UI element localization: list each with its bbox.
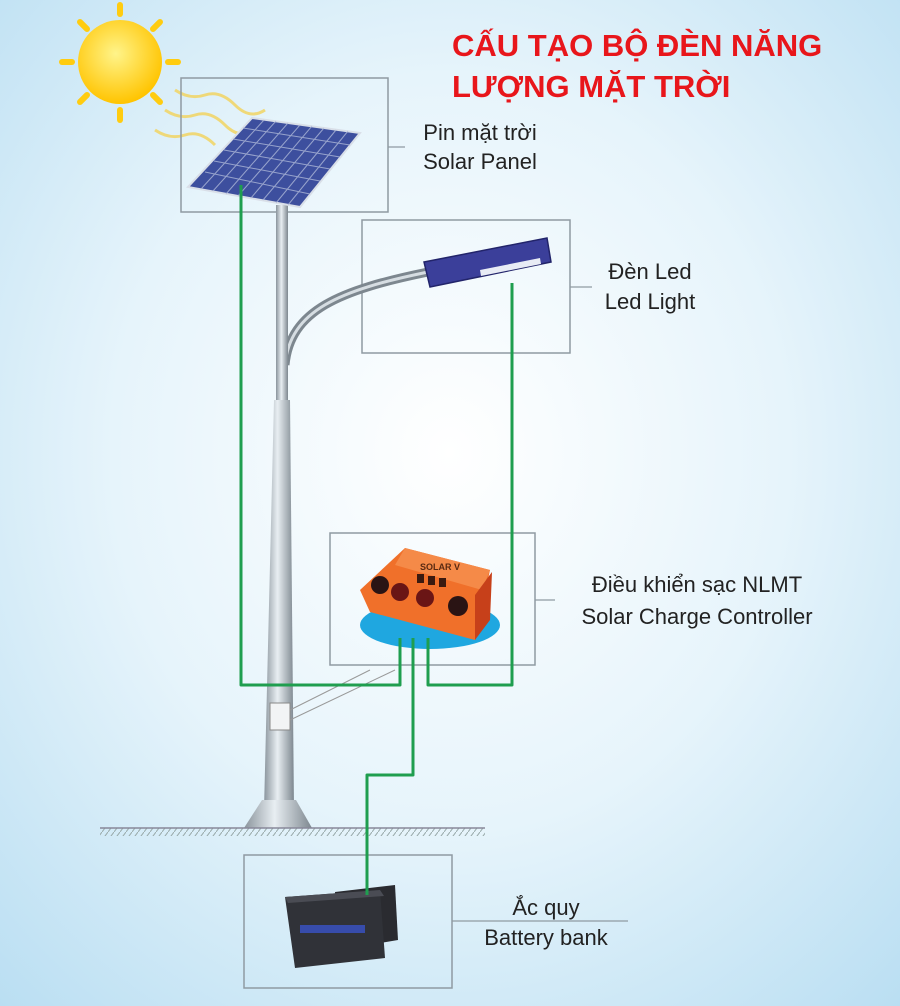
svg-text:SOLAR V: SOLAR V (420, 562, 460, 572)
led-light-label-en: Led Light (605, 289, 696, 314)
controller-label-en: Solar Charge Controller (581, 604, 812, 629)
wire-led-light (426, 283, 514, 687)
battery-icon (285, 885, 398, 968)
led-light-label-vi: Đèn Led (608, 259, 691, 284)
controller-frame (329, 532, 536, 666)
title-line-1: CẤU TẠO BỘ ĐÈN NĂNG (452, 27, 822, 63)
wire-battery (365, 638, 415, 895)
charge-controller-icon: SOLAR V (360, 548, 500, 649)
ground (100, 827, 485, 836)
sun-icon (59, 2, 266, 147)
led-lamp-icon (423, 237, 552, 288)
wire-solar-panel (239, 185, 402, 687)
solar-panel-icon (186, 116, 362, 209)
solar-panel-label-vi: Pin mặt trời (423, 120, 536, 145)
battery-label-en: Battery bank (484, 925, 609, 950)
junction-box (269, 702, 291, 731)
title-line-2: LƯỢNG MẶT TRỜI (452, 68, 730, 104)
solar-panel-label-en: Solar Panel (423, 149, 537, 174)
controller-label-vi: Điều khiển sạc NLMT (592, 572, 802, 597)
street-light-pole (244, 205, 429, 828)
battery-label-vi: Ắc quy (512, 895, 579, 920)
